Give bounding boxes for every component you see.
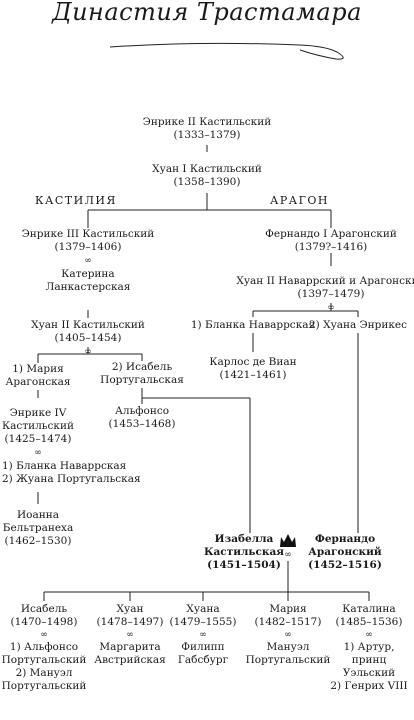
marriage-symbol: ∞	[40, 630, 48, 640]
marriage-symbol: ∞	[284, 630, 292, 640]
person-juana-enriquez: 2) Хуана Энрикес	[308, 319, 408, 331]
spouse-name: Португальский	[245, 654, 331, 666]
person-maria-aragon: 1) Мария Арагонская	[5, 363, 70, 389]
child-years: (1482–1517)	[254, 616, 322, 628]
child-years: (1485–1536)	[335, 616, 403, 628]
person-carlos-viana: Карлос де Виан (1421–1461)	[209, 356, 296, 382]
spouse-name: Маргарита	[99, 641, 161, 653]
person-years: (1452–1516)	[308, 559, 382, 571]
person-name: Бельтранеха	[2, 522, 74, 534]
spouse-name: 1) Артур,	[343, 641, 395, 653]
child-juan: Хуан (1478–1497) ∞ Маргарита Австрийская	[94, 603, 166, 667]
person-isabel-portugal: 2) Исабель Португальская	[100, 361, 184, 387]
spouse-name: Португальский	[1, 680, 87, 692]
spouse-name: Филипп	[181, 641, 225, 653]
person-name: Энрике IV	[9, 407, 67, 419]
enrique-iv-spouses: 1) Бланка Наваррская 2) Жуана Португальс…	[2, 460, 141, 486]
child-juana: Хуана (1479–1555) ∞ Филипп Габсбург	[170, 603, 237, 667]
person-years: (1462–1530)	[4, 535, 72, 547]
spouse-name: 2) Мануэл	[15, 667, 73, 679]
person-name: Арагонский	[308, 546, 382, 558]
child-name: Каталина	[342, 603, 396, 615]
person-name: Катерина	[61, 268, 115, 280]
person-years: (1333–1379)	[173, 129, 241, 141]
child-years: (1479–1555)	[169, 616, 237, 628]
person-years: (1405–1454)	[54, 332, 122, 344]
person-name: Изабелла	[214, 533, 274, 545]
person-name: Кастильский	[2, 420, 74, 432]
child-isabel: Исабель (1470–1498) ∞ 1) Альфонсо Португ…	[2, 603, 87, 693]
person-name: Энрике II Кастильский	[142, 116, 272, 128]
spouse-name: принц	[351, 654, 387, 666]
person-name: Хуан II Кастильский	[31, 319, 145, 331]
person-juana-beltraneja: Иоанна Бельтранеха (1462–1530)	[3, 509, 74, 548]
person-name: Фернандо I Арагонский	[265, 228, 397, 240]
child-catalina: Каталина (1485–1536) ∞ 1) Артур, принц У…	[330, 603, 407, 693]
spouse-name: 1) Альфонсо	[9, 641, 79, 653]
person-years: (1421–1461)	[219, 369, 287, 381]
child-name: Хуан	[116, 603, 144, 615]
person-name: Альфонсо	[114, 405, 170, 417]
person-catalina-lancaster: Катерина Ланкастерская	[46, 268, 131, 294]
child-name: Исабель	[20, 603, 68, 615]
person-name: Фернандо	[314, 533, 376, 545]
spouse-name: Австрийская	[94, 654, 166, 666]
marriage-symbol: ∞	[84, 347, 92, 357]
child-name: Мария	[269, 603, 307, 615]
spouse-name: Габсбург	[177, 654, 229, 666]
child-name: Хуана	[186, 603, 220, 615]
spouse-name: 2) Генрих VIII	[330, 680, 408, 692]
marriage-symbol: ∞	[199, 630, 207, 640]
person-name: Хуан II Наваррский и Арагонский	[236, 275, 414, 287]
person-years: (1358–1390)	[173, 176, 241, 188]
person-juan-i: Хуан I Кастильский (1358–1390)	[152, 163, 262, 189]
title-ornament	[109, 42, 344, 60]
person-name: Кастильская	[203, 546, 285, 558]
person-fernando-i: Фернандо I Арагонский (1379?–1416)	[265, 228, 397, 254]
person-name: Ланкастерская	[45, 281, 131, 293]
person-juan-ii-aragon: Хуан II Наваррский и Арагонский (1397–14…	[236, 275, 414, 301]
person-name: Энрике III Кастильский	[21, 228, 155, 240]
spouse-name: Мануэл	[266, 641, 310, 653]
person-years: (1379–1406)	[54, 241, 122, 253]
person-years: (1397–1479)	[297, 288, 365, 300]
person-name: 1) Мария	[12, 363, 64, 375]
person-fernando-aragon: Фернандо Арагонский (1452–1516)	[308, 533, 382, 572]
person-juan-ii-castile: Хуан II Кастильский (1405–1454)	[31, 319, 145, 345]
person-enrique-iii: Энрике III Кастильский (1379–1406)	[22, 228, 155, 254]
person-name: Арагонская	[5, 376, 71, 388]
person-enrique-ii: Энрике II Кастильский (1333–1379)	[143, 116, 271, 142]
person-name: Португальская	[100, 374, 184, 386]
marriage-symbol: ∞	[84, 256, 92, 266]
spouse-name: Уэльский	[342, 667, 396, 679]
spouse-name: 2) Жуана Португальская	[2, 473, 141, 485]
person-years: (1379?–1416)	[294, 241, 368, 253]
marriage-symbol: ∞	[284, 550, 292, 560]
branch-label-castile: КАСТИЛИЯ	[35, 194, 117, 207]
branch-label-aragon: АРАГОН	[270, 194, 329, 207]
person-blanca-navarre: 1) Бланка Наваррская	[190, 319, 316, 331]
person-years: (1451–1504)	[207, 559, 281, 571]
person-enrique-iv: Энрике IV Кастильский (1425–1474)	[2, 407, 74, 446]
spouse-name: 1) Бланка Наваррская	[2, 460, 127, 472]
child-years: (1470–1498)	[10, 616, 78, 628]
marriage-symbol: ∞	[365, 630, 373, 640]
marriage-symbol: ∞	[126, 630, 134, 640]
person-name: 2) Исабель	[111, 361, 173, 373]
person-years: (1425–1474)	[4, 433, 72, 445]
person-name: Иоанна	[16, 509, 59, 521]
person-alfonso: Альфонсо (1453–1468)	[109, 405, 176, 431]
person-name: Карлос де Виан	[209, 356, 297, 368]
person-years: (1453–1468)	[108, 418, 176, 430]
person-name: Хуан I Кастильский	[152, 163, 262, 175]
child-maria: Мария (1482–1517) ∞ Мануэл Португальский	[246, 603, 331, 667]
person-isabella-castile: Изабелла Кастильская (1451–1504)	[204, 533, 284, 572]
child-years: (1478–1497)	[96, 616, 164, 628]
marriage-symbol: ∞	[327, 303, 335, 313]
diagram-title: Династия Трастамара	[52, 0, 362, 26]
spouse-name: Португальский	[1, 654, 87, 666]
marriage-symbol: ∞	[34, 448, 42, 458]
